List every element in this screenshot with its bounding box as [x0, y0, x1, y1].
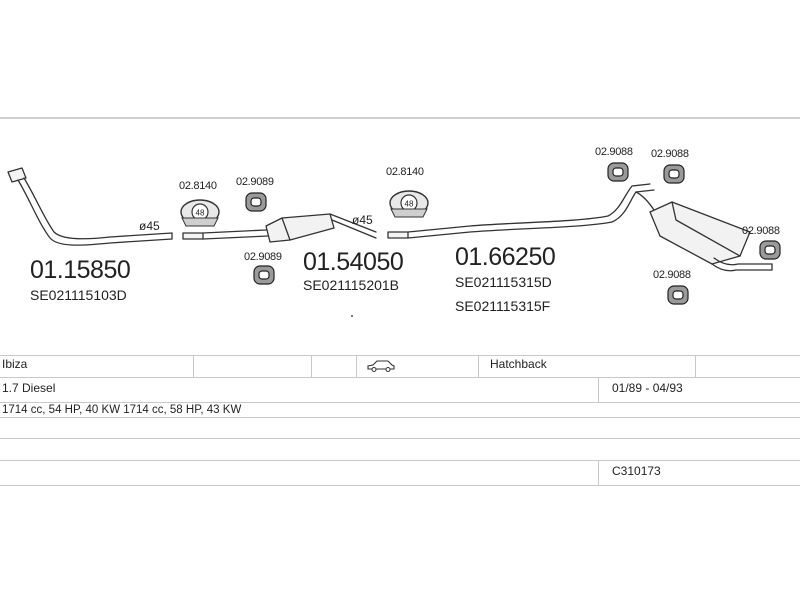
hanger-ref-3: 02.9088	[595, 146, 633, 158]
oe-number-front-pipe: SE021115103D	[30, 287, 127, 303]
clamp-icon	[180, 199, 220, 227]
table-rule	[0, 460, 800, 461]
hanger-ref-6: 02.9088	[653, 269, 691, 281]
table-rule	[0, 402, 800, 403]
rubber-hanger-icon	[245, 192, 267, 212]
middle-silencer	[182, 213, 377, 243]
oe-number-rear-silencer-2: SE021115315F	[455, 298, 551, 314]
pipe-diameter-label: ø45	[352, 213, 373, 227]
hanger-ref-2: 02.9089	[244, 251, 282, 263]
oe-number-rear-silencer-1: SE021115315D	[455, 274, 552, 290]
clamp-ref-1: 02.8140	[179, 180, 217, 192]
oe-number-middle-silencer: SE021115201B	[303, 277, 400, 293]
rubber-hanger-icon	[663, 164, 685, 184]
table-divider	[598, 377, 599, 402]
part-number-front-pipe: 01.15850	[30, 256, 131, 284]
marker-dot	[351, 315, 353, 317]
table-divider	[478, 355, 479, 377]
rubber-hanger-icon	[253, 265, 275, 285]
clamp-ref-2: 02.8140	[386, 166, 424, 178]
vehicle-engine: 1.7 Diesel	[2, 381, 56, 395]
car-hatchback-icon	[366, 359, 396, 378]
table-rule	[0, 485, 800, 486]
clamp-icon	[389, 190, 429, 218]
table-rule	[0, 417, 800, 418]
hanger-ref-4: 02.9088	[651, 148, 689, 160]
vehicle-years: 01/89 - 04/93	[612, 381, 683, 395]
rubber-hanger-icon	[607, 162, 629, 182]
part-number-rear-silencer: 01.66250	[455, 243, 556, 271]
front-pipe	[7, 167, 173, 246]
rubber-hanger-icon	[759, 240, 781, 260]
diagram-top-border	[0, 117, 800, 119]
clamp-number: 48	[405, 200, 414, 209]
table-divider	[311, 355, 312, 377]
table-divider	[356, 355, 357, 377]
table-rule	[0, 377, 800, 378]
hanger-icons	[245, 162, 781, 305]
clamp-number: 48	[196, 209, 205, 218]
hanger-ref-1: 02.9089	[236, 176, 274, 188]
rear-section	[387, 183, 773, 272]
exhaust-diagram: 48 48	[7, 162, 781, 317]
hanger-ref-5: 02.9088	[742, 225, 780, 237]
table-divider	[695, 355, 696, 377]
vehicle-model: Ibiza	[2, 357, 28, 371]
table-divider	[193, 355, 194, 377]
part-number-middle-silencer: 01.54050	[303, 248, 404, 276]
table-divider	[598, 460, 599, 485]
table-rule	[0, 355, 800, 356]
catalog-code: C310173	[612, 464, 661, 478]
table-rule	[0, 438, 800, 439]
pipe-diameter-label: ø45	[139, 219, 160, 233]
vehicle-variants: 1714 cc, 54 HP, 40 KW 1714 cc, 58 HP, 43…	[2, 404, 242, 416]
rubber-hanger-icon	[667, 285, 689, 305]
vehicle-body-type: Hatchback	[490, 357, 547, 371]
